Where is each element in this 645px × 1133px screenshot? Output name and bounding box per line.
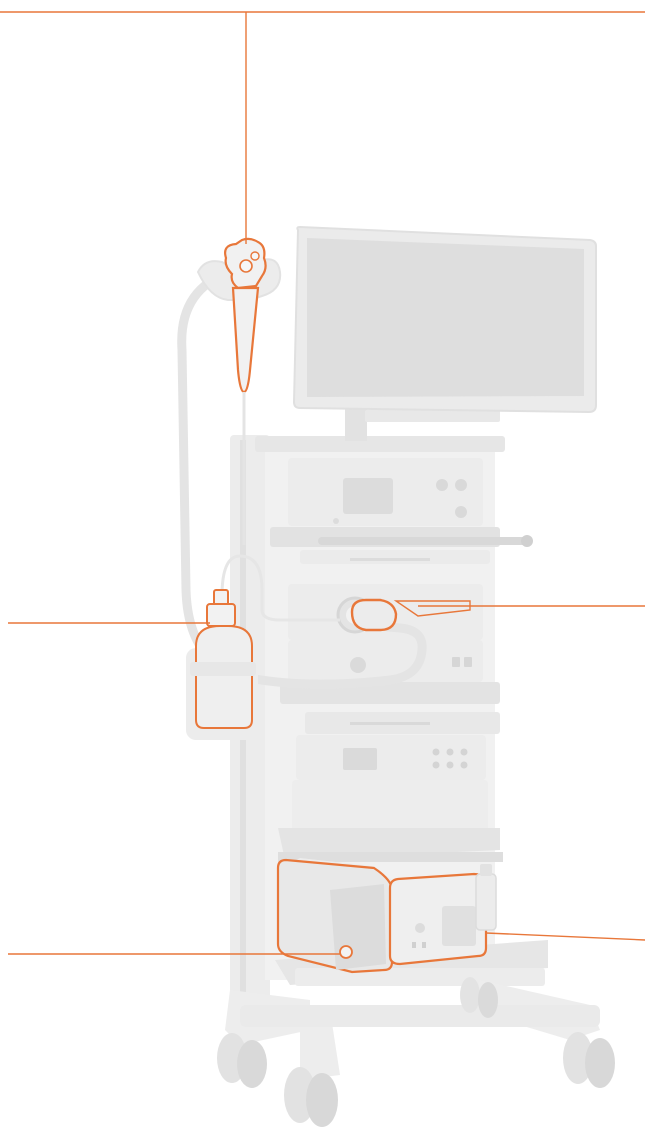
cart-handle-end bbox=[521, 535, 533, 547]
light-source-knob bbox=[350, 657, 366, 673]
wheel-back-2 bbox=[478, 982, 498, 1018]
suction-bottle-cap bbox=[480, 864, 492, 876]
middle-device-btn-3 bbox=[461, 749, 468, 756]
base-tray-front bbox=[295, 968, 545, 986]
endoscope-handle bbox=[233, 288, 258, 392]
callout-line-suction-pump bbox=[486, 933, 645, 940]
middle-device-btn-2 bbox=[447, 749, 454, 756]
middle-device-btn-4 bbox=[433, 762, 440, 769]
water-bottle-body bbox=[196, 626, 252, 728]
light-source-button-1 bbox=[452, 657, 460, 667]
top-shelf bbox=[255, 436, 505, 452]
base-crossbar bbox=[240, 1005, 600, 1027]
upper-device-knob-3 bbox=[455, 506, 467, 518]
wheel-left-2 bbox=[237, 1040, 267, 1088]
light-source-unit bbox=[278, 858, 392, 972]
cart bbox=[217, 435, 615, 1127]
scope-connector bbox=[352, 600, 396, 630]
middle-device bbox=[296, 735, 486, 780]
monitor-screen bbox=[307, 238, 584, 397]
suction-pump-button-2 bbox=[422, 942, 426, 948]
mid-shelf-stripe bbox=[350, 722, 430, 725]
suction-pump-knob bbox=[415, 923, 425, 933]
middle-device-btn-6 bbox=[461, 762, 468, 769]
monitor-stand-plate bbox=[365, 410, 500, 422]
water-bottle-neck bbox=[207, 604, 235, 626]
water-bottle-band bbox=[190, 662, 256, 676]
upper-device-display bbox=[343, 478, 393, 514]
wheel-back bbox=[460, 977, 480, 1013]
endoscope-valve-2 bbox=[251, 252, 259, 260]
monitor bbox=[294, 227, 596, 441]
cart-handle bbox=[318, 537, 528, 545]
suction-pump-button-1 bbox=[412, 942, 416, 948]
light-source-button-2 bbox=[464, 657, 472, 667]
shelf-lip-stripe bbox=[350, 558, 430, 561]
light-source-port bbox=[340, 946, 352, 958]
middle-device-btn-1 bbox=[433, 749, 440, 756]
upper-device-knob-1 bbox=[436, 479, 448, 491]
suction-pump bbox=[390, 864, 496, 964]
monitor-stand bbox=[345, 405, 367, 441]
middle-device-btn-5 bbox=[447, 762, 454, 769]
suction-bottle bbox=[476, 874, 496, 930]
upper-device-led bbox=[333, 518, 339, 524]
shelf-lip bbox=[300, 550, 490, 564]
wheel-front-2 bbox=[306, 1073, 338, 1127]
endoscope-valve bbox=[240, 260, 252, 272]
middle-device-display bbox=[343, 748, 377, 770]
wheel-right-2 bbox=[585, 1038, 615, 1088]
light-source-unit-front bbox=[330, 884, 386, 970]
suction-pump-canister bbox=[442, 906, 476, 946]
upper-device-knob-2 bbox=[455, 479, 467, 491]
